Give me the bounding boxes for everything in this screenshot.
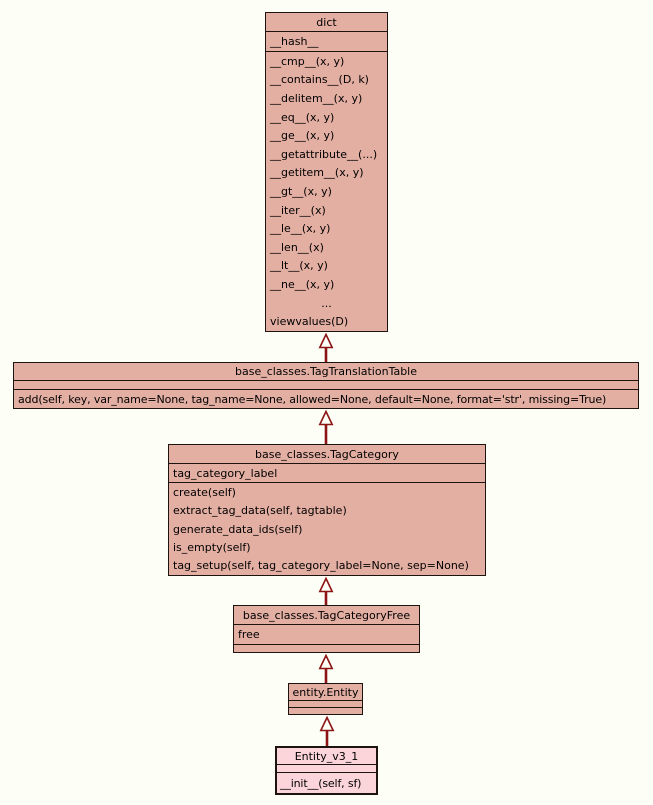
hollow-triangle-arrowhead-icon [318, 653, 334, 670]
method-row: generate_data_ids(self) [173, 522, 303, 536]
method-row: __le__(x, y) [270, 222, 331, 236]
inheritance-arrow [318, 653, 334, 683]
class-box-tag-translation-table: base_classes.TagTranslationTable add(sel… [13, 362, 639, 409]
inheritance-arrow [319, 715, 335, 746]
method-row: __getattribute__(...) [270, 147, 378, 161]
empty-attributes-section [289, 700, 362, 707]
class-title: Entity_v3_1 [294, 749, 359, 763]
inheritance-arrow [318, 409, 334, 444]
class-title: entity.Entity [292, 685, 359, 699]
method-row: __cmp__(x, y) [270, 54, 345, 68]
method-row: __gt__(x, y) [270, 184, 332, 198]
class-title: base_classes.TagCategoryFree [242, 608, 411, 622]
method-row: is_empty(self) [173, 540, 251, 554]
hollow-triangle-arrowhead-icon [318, 576, 334, 593]
method-row: create(self) [173, 485, 236, 499]
method-row: __init__(self, sf) [280, 776, 362, 790]
inheritance-arrow [318, 576, 334, 605]
method-row: extract_tag_data(self, tagtable) [173, 504, 347, 518]
empty-methods-section [289, 707, 362, 714]
hollow-triangle-arrowhead-icon [318, 409, 334, 426]
method-row: __contains__(D, k) [270, 73, 369, 87]
method-row: add(self, key, var_name=None, tag_name=N… [18, 392, 607, 406]
empty-methods-section [234, 644, 419, 652]
method-row: __ge__(x, y) [270, 129, 335, 143]
attribute-row: free [238, 628, 260, 641]
inheritance-arrow [318, 332, 334, 362]
method-row: __ne__(x, y) [270, 277, 335, 291]
method-row: __getitem__(x, y) [270, 166, 364, 180]
class-box-entity-v3-1: Entity_v3_1 __init__(self, sf) [275, 746, 378, 795]
method-row: __iter__(x) [270, 203, 326, 217]
empty-attributes-section [277, 764, 376, 772]
hollow-triangle-arrowhead-icon [318, 332, 334, 349]
method-row: __lt__(x, y) [270, 259, 328, 273]
method-row: __eq__(x, y) [270, 110, 335, 124]
method-row: tag_setup(self, tag_category_label=None,… [173, 559, 469, 573]
hollow-triangle-arrowhead-icon [319, 715, 335, 732]
empty-attributes-section [14, 380, 638, 389]
attribute-row: tag_category_label [173, 466, 278, 480]
class-box-entity: entity.Entity [288, 683, 363, 715]
class-title: dict [316, 15, 337, 29]
class-box-tag-category: base_classes.TagCategory tag_category_la… [168, 444, 486, 576]
method-row: __delitem__(x, y) [270, 91, 363, 105]
method-row-ellipsis: ... [321, 296, 332, 310]
attribute-row: __hash__ [270, 35, 319, 48]
class-box-tag-category-free: base_classes.TagCategoryFree free [233, 605, 420, 653]
class-box-dict: dict __hash__ __cmp__(x, y) __contains__… [265, 12, 388, 332]
class-title: base_classes.TagTranslationTable [234, 365, 418, 378]
method-row: __len__(x) [270, 240, 324, 254]
method-row: viewvalues(D) [270, 315, 349, 329]
class-title: base_classes.TagCategory [255, 447, 399, 461]
